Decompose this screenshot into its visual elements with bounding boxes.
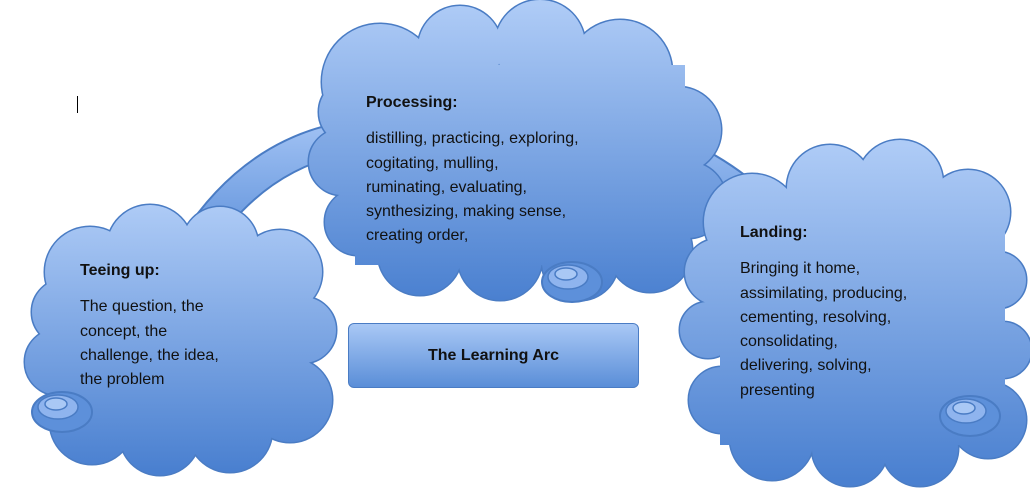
- spiral-teeing-up-icon: [31, 391, 93, 433]
- cloud-line: cogitating, mulling,: [366, 154, 499, 172]
- cloud-line: cementing, resolving,: [740, 308, 892, 326]
- cloud-line: concept, the: [80, 322, 168, 340]
- cloud-title: Landing:: [740, 224, 808, 241]
- cloud-processing-text: Processing: distilling, practicing, expl…: [366, 91, 579, 249]
- cloud-line: delivering, solving,: [740, 357, 872, 375]
- cloud-title: Processing:: [366, 94, 458, 111]
- cloud-landing: [678, 138, 1030, 488]
- cloud-line: ruminating, evaluating,: [366, 178, 527, 196]
- cloud-line: the problem: [80, 371, 165, 389]
- cloud-line: assimilating, producing,: [740, 284, 908, 302]
- cloud-line: presenting: [740, 381, 815, 399]
- cloud-title: Teeing up:: [80, 262, 160, 279]
- cloud-line: distilling, practicing, exploring,: [366, 130, 579, 148]
- spiral-landing-icon: [939, 395, 1001, 437]
- cloud-landing-text: Landing: Bringing it home, assimilating,…: [740, 221, 907, 403]
- cloud-teeing-up-text: Teeing up: The question, the concept, th…: [80, 259, 219, 392]
- cloud-line: creating order,: [366, 227, 469, 245]
- cloud-line: consolidating,: [740, 333, 838, 351]
- cloud-line: Bringing it home,: [740, 260, 861, 278]
- cloud-line: The question, the: [80, 298, 204, 316]
- learning-arc-title: The Learning Arc: [428, 346, 559, 364]
- text-cursor: [77, 96, 78, 113]
- spiral-processing-icon: [541, 261, 603, 303]
- learning-arc-title-box: The Learning Arc: [348, 323, 639, 388]
- cloud-teeing-up: [23, 203, 338, 477]
- cloud-line: challenge, the idea,: [80, 346, 219, 364]
- cloud-line: synthesizing, making sense,: [366, 203, 567, 221]
